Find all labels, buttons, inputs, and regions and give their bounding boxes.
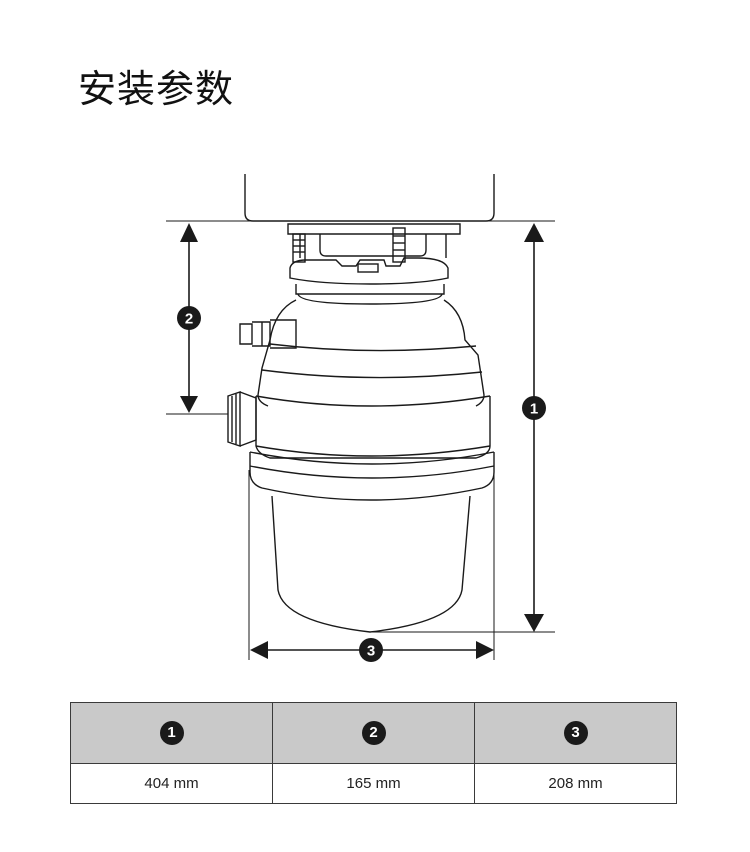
bottom-canister <box>271 495 471 633</box>
header-badge-1: 1 <box>159 721 184 745</box>
badge-width-label: 3 <box>367 643 375 660</box>
dimension-total-height <box>524 223 544 632</box>
lower-band <box>249 452 495 501</box>
installation-diagram: 2 1 3 <box>166 174 555 662</box>
table-header-row: 1 2 3 <box>70 702 677 764</box>
header-badge-3: 3 <box>563 721 588 745</box>
table-row: 404 mm 165 mm 208 mm <box>70 763 677 804</box>
value-total-height: 404 mm <box>70 763 273 804</box>
table-header-cell: 2 <box>272 702 475 764</box>
badge-height-label: 1 <box>530 401 538 418</box>
discharge-outlet <box>227 391 257 447</box>
sink-outline <box>244 174 495 222</box>
value-inlet-height: 165 mm <box>272 763 475 804</box>
table-header-cell: 1 <box>70 702 273 764</box>
value-width: 208 mm <box>474 763 677 804</box>
mounting-ring <box>289 257 449 285</box>
badge-width: 3 <box>359 638 383 662</box>
table-header-cell: 3 <box>474 702 677 764</box>
header-badge-2: 2 <box>361 721 386 745</box>
page-title: 安装参数 <box>78 67 235 111</box>
mount-screw-left <box>292 233 306 263</box>
spec-table: 1 2 3 404 mm 165 mm 208 mm <box>70 702 677 804</box>
badge-inlet-label: 2 <box>185 311 193 328</box>
upper-housing <box>257 299 297 407</box>
mount-flange <box>287 223 461 235</box>
badge-height: 1 <box>522 396 546 420</box>
badge-inlet: 2 <box>177 306 201 330</box>
dishwasher-inlet <box>239 319 297 349</box>
mount-screw-right <box>392 227 406 263</box>
